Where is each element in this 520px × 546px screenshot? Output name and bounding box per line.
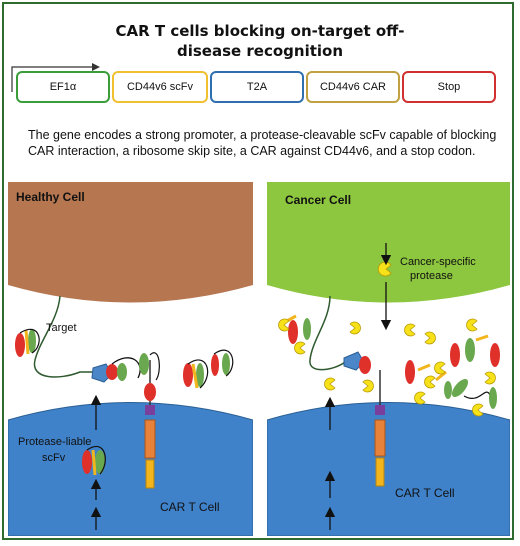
- blocked-scfv-left: [106, 357, 141, 381]
- scfv-label-line1: Protease-liable: [18, 436, 92, 448]
- car-receptor-left: [139, 352, 160, 489]
- gene-segment-label: T2A: [246, 81, 268, 93]
- tcell-left: [8, 402, 253, 536]
- free-scfv: [183, 359, 209, 389]
- gene-segment-t2a: T2A: [210, 71, 304, 103]
- scfv-label-line2: scFv: [42, 452, 66, 464]
- gene-segment-label: CD44v6 scFv: [126, 81, 194, 93]
- figure-title-line2: disease recognition: [176, 42, 344, 60]
- tcell-right: [267, 402, 510, 536]
- cancer-cell-label: Cancer Cell: [285, 193, 352, 207]
- gene-segment-ef1a: EF1α: [16, 71, 110, 103]
- target-antigen-right: [343, 351, 371, 374]
- gene-segment-cd44v6-scfv: CD44v6 scFv: [112, 71, 208, 103]
- protease-label-line2: protease: [410, 270, 453, 282]
- target-tether: [33, 295, 95, 378]
- construct-description: The gene encodes a strong promoter, a pr…: [28, 128, 497, 158]
- car-receptor-right: [374, 370, 386, 487]
- free-scfv: [211, 349, 234, 377]
- free-scfv: [15, 328, 40, 357]
- healthy-cell: [8, 182, 253, 303]
- cleaved-scfv: [450, 334, 489, 367]
- protease-swarm: [278, 261, 496, 417]
- gene-segment-label: Stop: [437, 81, 461, 93]
- gene-segment-label: CD44v6 CAR: [319, 81, 387, 93]
- gene-segment-stop: Stop: [402, 71, 496, 103]
- target-tether: [309, 295, 346, 371]
- figure-title-line1: CAR T cells blocking on-target off-: [115, 22, 405, 40]
- healthy-cell-label: Healthy Cell: [16, 190, 85, 204]
- cart-cell-label-right: CAR T Cell: [395, 486, 455, 500]
- released-scfv-left: [82, 445, 106, 476]
- cleaved-scfv: [451, 378, 497, 409]
- cleaved-scfv: [435, 370, 452, 399]
- cleaved-scfv: [490, 343, 500, 367]
- cleaved-scfv: [405, 360, 431, 384]
- protease-label-line1: Cancer-specific: [400, 256, 476, 268]
- gene-segment-label: EF1α: [49, 81, 77, 93]
- cancer-panel: [267, 182, 510, 536]
- cancer-cell: [267, 182, 510, 303]
- cart-cell-label-left: CAR T Cell: [160, 500, 220, 514]
- gene-segment-cd44v6-car: CD44v6 CAR: [306, 71, 400, 103]
- target-label: Target: [46, 322, 77, 334]
